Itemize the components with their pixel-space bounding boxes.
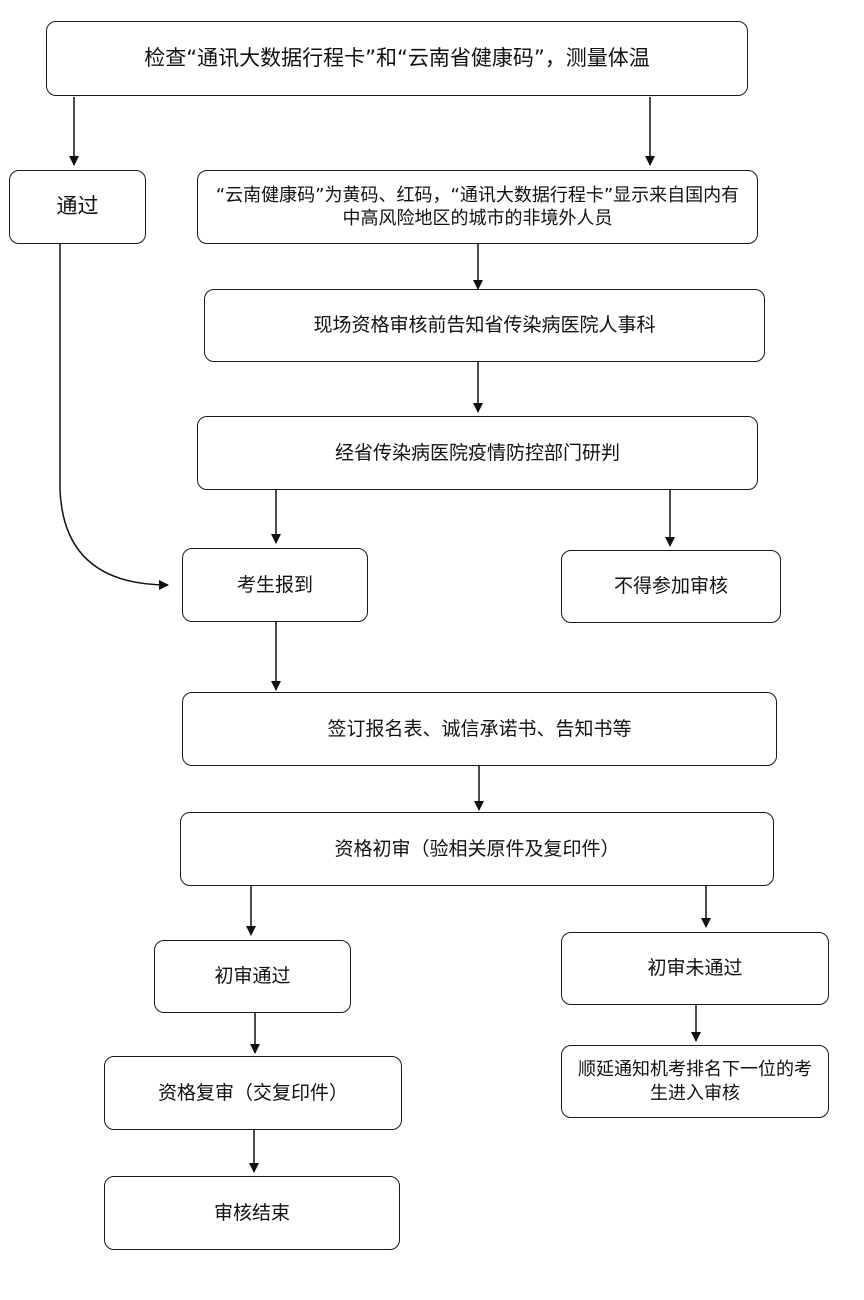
sign-forms-node: 签订报名表、诚信承诺书、告知书等 <box>182 692 777 766</box>
second-review-node: 资格复审（交复印件） <box>104 1056 402 1130</box>
initial-fail-node: 初审未通过 <box>561 932 829 1005</box>
notify-hospital-node: 现场资格审核前告知省传染病医院人事科 <box>204 289 765 362</box>
denied-node: 不得参加审核 <box>561 550 781 623</box>
pass-node: 通过 <box>9 170 146 244</box>
review-end-node: 审核结束 <box>104 1176 400 1250</box>
epidemic-assessment-node: 经省传染病医院疫情防控部门研判 <box>197 416 758 490</box>
candidate-report-node: 考生报到 <box>182 548 368 622</box>
risk-condition-node: “云南健康码”为黄码、红码，“通讯大数据行程卡”显示来自国内有中高风险地区的城市… <box>197 170 758 244</box>
check-codes-node: 检查“通讯大数据行程卡”和“云南省健康码”，测量体温 <box>46 21 748 96</box>
initial-review-node: 资格初审（验相关原件及复印件） <box>180 812 774 886</box>
next-candidate-node: 顺延通知机考排名下一位的考生进入审核 <box>561 1045 829 1118</box>
initial-pass-node: 初审通过 <box>154 940 351 1013</box>
arrow-pass-to-report <box>59 244 169 590</box>
